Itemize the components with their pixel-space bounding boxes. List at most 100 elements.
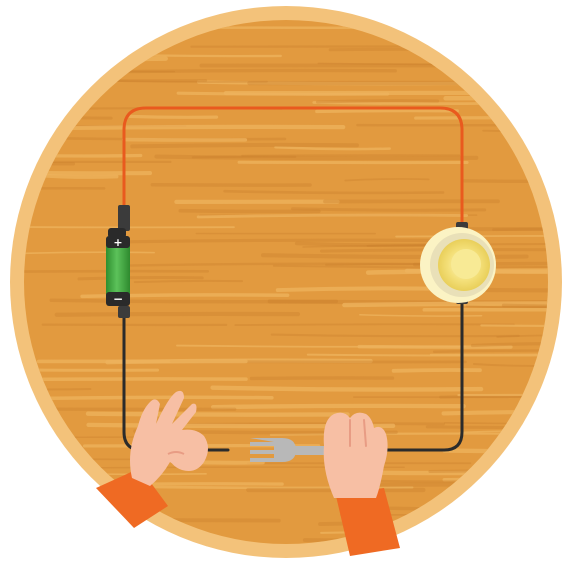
wood-grain-streak [484, 287, 548, 293]
wood-grain-streak [344, 178, 430, 182]
wood-grain-streak [442, 448, 548, 454]
wood-grain-streak [249, 376, 395, 381]
wood-grain-streak [492, 227, 548, 231]
wood-grain-streak [210, 385, 484, 392]
wood-grain-streak [24, 20, 196, 21]
wood-grain-streak [501, 303, 548, 309]
left-hand-icon [96, 390, 208, 528]
wood-grain-streak [24, 186, 106, 191]
battery-negative-symbol: − [113, 292, 123, 306]
wood-grain-streak [24, 452, 47, 456]
right-hand [323, 412, 388, 498]
battery-bottom-clip [118, 306, 130, 318]
wood-grain-streak [391, 368, 482, 373]
wood-grain-streak [196, 80, 473, 86]
wood-grain-streak [107, 238, 450, 244]
battery-top-clip [118, 205, 130, 231]
wood-grain-streak [24, 452, 75, 456]
wood-grain-streak [24, 170, 153, 176]
bulb-core [451, 249, 481, 279]
wood-grain-streak [178, 208, 321, 214]
wood-grain-streak [143, 54, 282, 58]
wood-grain-streak [443, 95, 548, 101]
wood-grain-streak [24, 71, 124, 76]
wood-grain-streak [176, 91, 390, 96]
wood-grain-streak [470, 342, 548, 348]
battery-icon: + − [106, 228, 130, 306]
wood-grain-streak [451, 58, 548, 64]
wood-grain-streak [502, 515, 548, 520]
wood-grain-streak [275, 286, 446, 293]
wood-grain-streak [359, 314, 483, 317]
wood-grain-streak [505, 552, 573, 553]
wood-grain-streak [498, 442, 548, 448]
wood-grain-streak [24, 152, 143, 158]
right-hand-icon [323, 412, 400, 556]
wood-grain-streak [482, 129, 548, 133]
wood-grain-streak [54, 311, 301, 317]
wood-grain-streak [342, 301, 548, 308]
wood-grain-streak [77, 276, 204, 281]
wood-grain-streak [130, 142, 359, 149]
wood-grain-streak [496, 334, 548, 338]
wood-grain-streak [272, 264, 548, 269]
fork-head [250, 438, 296, 462]
wood-grain-streak [24, 64, 74, 68]
right-hand-knuckle-lines [349, 419, 367, 447]
wood-grain-streak [315, 109, 459, 114]
wood-grain-streak [294, 241, 444, 248]
wood-grain-streak [443, 422, 548, 425]
wood-grain-streak [33, 173, 119, 179]
wood-grain-streak [133, 279, 244, 284]
battery-positive-band [106, 236, 130, 248]
battery-positive-symbol: + [113, 236, 122, 249]
wood-grain-streak [223, 189, 445, 195]
wood-grain-streak [472, 363, 548, 367]
wood-grain-streak [493, 532, 548, 535]
battery-top-cap [108, 228, 126, 238]
wood-grain-streak [24, 116, 113, 121]
wood-grain-streak [315, 99, 440, 104]
wood-grain-streak [365, 268, 548, 275]
wood-grain-streak [312, 101, 497, 106]
wood-grain-streak [24, 43, 158, 49]
wood-grain-streak [366, 242, 548, 247]
wood-grain-streak [196, 213, 469, 219]
wood-grain-streak [274, 146, 391, 151]
wood-grain-streak [377, 506, 548, 512]
right-sleeve [336, 488, 400, 556]
wood-grain-streak [154, 154, 479, 161]
positive-wire [122, 106, 464, 236]
wood-grain-streak [470, 551, 573, 553]
battery-body [106, 236, 130, 300]
battery-negative-band [106, 292, 130, 306]
wood-grain-streak [480, 324, 548, 328]
wood-grain-streak [24, 377, 248, 382]
wood-grain-streak [441, 20, 548, 22]
wood-grain-streak [425, 425, 548, 430]
wood-grain-streak [191, 155, 297, 159]
wood-grain-streak [465, 305, 548, 309]
negative-wire-right [328, 294, 464, 452]
wood-grain-streak [24, 386, 92, 391]
left-hand [130, 390, 208, 486]
wood-grain-streak [270, 333, 520, 338]
wood-grain-streak [395, 235, 548, 238]
wood-grain-streak [39, 30, 136, 35]
wood-grain-streak [291, 207, 487, 212]
wood-grain-streak [234, 323, 515, 327]
wood-grain-streak [117, 262, 440, 267]
wood-grain-streak [210, 403, 466, 410]
wood-grain-streak [85, 411, 350, 417]
wood-grain-streak [127, 114, 219, 119]
left-hand-finger-line [167, 451, 185, 455]
wood-grain-streak [70, 124, 346, 131]
wood-grain-streak [107, 68, 397, 74]
light-bulb-icon [420, 227, 496, 303]
wood-grain-streak [357, 344, 513, 349]
wood-grain-streak [328, 47, 548, 52]
wood-grain-streak [428, 468, 548, 474]
wood-grain-streak [24, 225, 235, 229]
wood-grain-streak [49, 298, 339, 304]
